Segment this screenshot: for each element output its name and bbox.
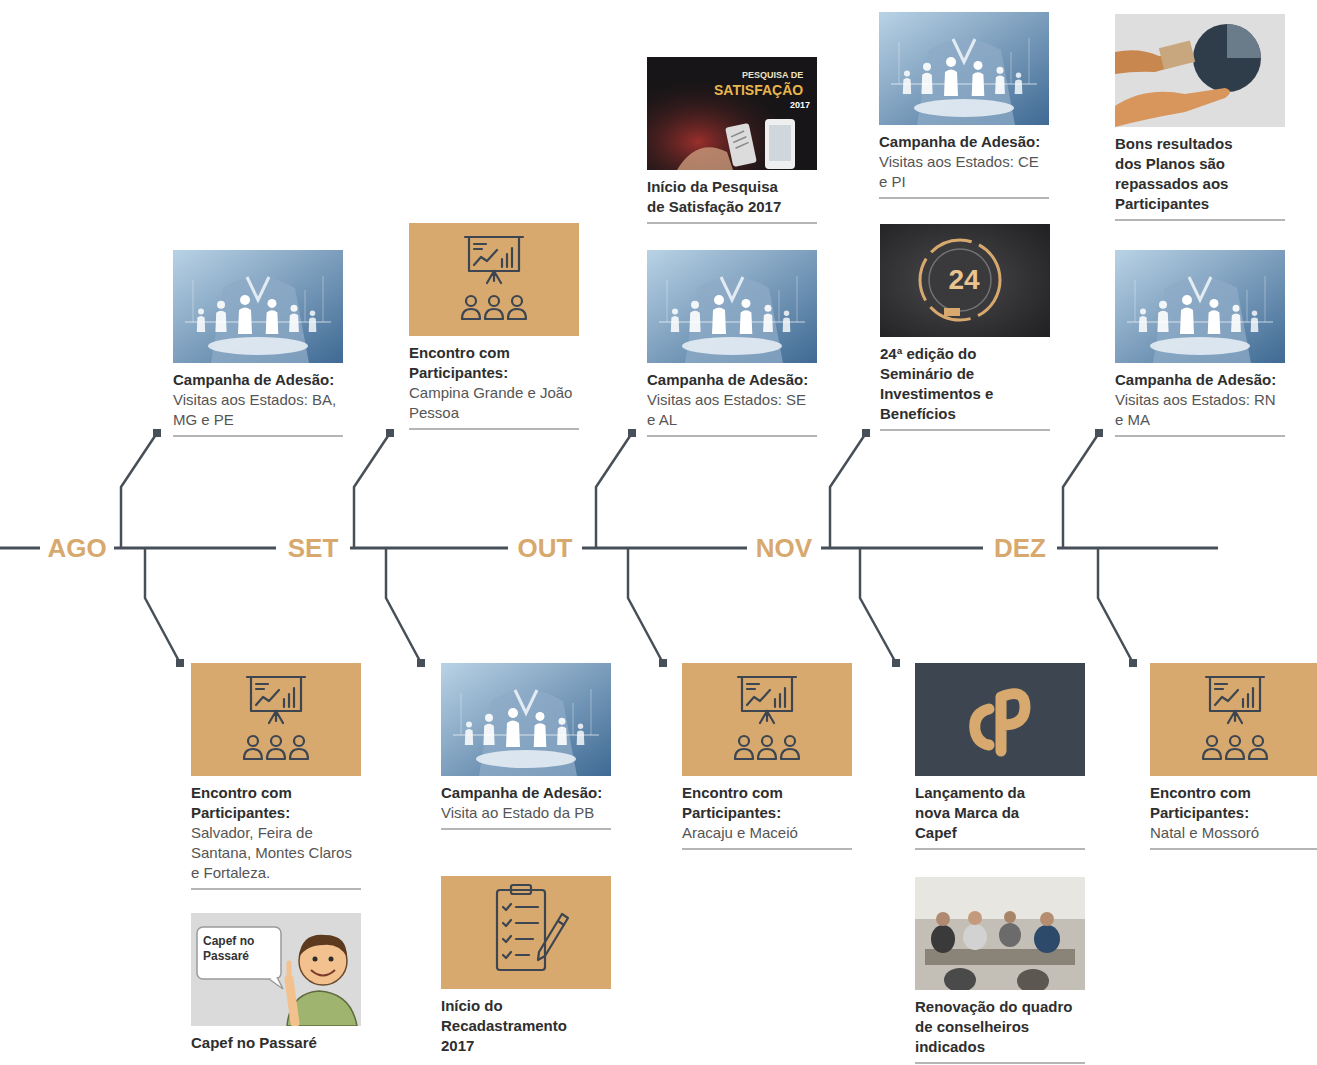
event-title: Campanha de Adesão: bbox=[879, 132, 1049, 152]
event-card: 24ª edição do Seminário de Investimentos… bbox=[880, 224, 1050, 431]
event-title: Capef no Passaré bbox=[191, 1033, 361, 1053]
month-label: DEZ bbox=[985, 532, 1055, 564]
month-label: SET bbox=[278, 532, 348, 564]
event-card: Renovação do quadro de conselheiros indi… bbox=[915, 877, 1085, 1064]
event-title: Campanha de Adesão: bbox=[441, 783, 611, 803]
mascot-illustration bbox=[191, 913, 361, 1026]
brand-logo bbox=[915, 663, 1085, 776]
event-title: 24ª edição do Seminário de Investimentos… bbox=[880, 344, 1015, 424]
month-label: OUT bbox=[510, 532, 580, 564]
event-images bbox=[173, 12, 1317, 1026]
campaign-photo bbox=[647, 250, 817, 363]
event-card: Campanha de Adesão:Visitas aos Estados: … bbox=[879, 12, 1049, 199]
event-card: Encontro com Participantes:Natal e Mosso… bbox=[1150, 663, 1317, 850]
meeting-icon bbox=[409, 223, 579, 336]
speech-bubble-text: Capef no Passaré bbox=[203, 934, 277, 964]
event-detail: Salvador, Feira de Santana, Montes Claro… bbox=[191, 823, 361, 883]
event-title: Lançamento da nova Marca da Capef bbox=[915, 783, 1040, 843]
image-text: 2017 bbox=[790, 100, 814, 111]
event-card: Campanha de Adesão:Visitas aos Estados: … bbox=[1115, 250, 1285, 437]
event-title: Campanha de Adesão: bbox=[1115, 370, 1285, 390]
month-label: NOV bbox=[749, 532, 819, 564]
results-illustration bbox=[1115, 14, 1285, 127]
event-card: Encontro com Participantes:Aracaju e Mac… bbox=[682, 663, 852, 850]
leader-lines bbox=[121, 433, 1133, 663]
campaign-photo bbox=[441, 663, 611, 776]
event-card: Início do Recadastramento 2017 bbox=[441, 876, 611, 1056]
event-title: Campanha de Adesão: bbox=[173, 370, 343, 390]
event-detail: Campina Grande e João Pessoa bbox=[409, 383, 579, 423]
event-title: Encontro com Participantes: bbox=[409, 343, 579, 383]
meeting-icon bbox=[1150, 663, 1317, 776]
checklist-icon bbox=[441, 876, 611, 989]
seminar-image bbox=[880, 224, 1050, 337]
month-label: AGO bbox=[42, 532, 112, 564]
event-title: Início da Pesquisa de Satisfação 2017 bbox=[647, 177, 797, 217]
image-text: 24 bbox=[944, 263, 984, 297]
event-detail: Visitas aos Estados: SE e AL bbox=[647, 390, 817, 430]
event-title: Campanha de Adesão: bbox=[647, 370, 817, 390]
campaign-photo bbox=[1115, 250, 1285, 363]
event-title: Início do Recadastramento 2017 bbox=[441, 996, 581, 1056]
event-detail: Visitas aos Estados: CE e PI bbox=[879, 152, 1049, 192]
event-card: Campanha de Adesão:Visitas aos Estados: … bbox=[173, 250, 343, 437]
event-card: Bons resultados dos Planos são repassado… bbox=[1115, 14, 1285, 221]
council-photo bbox=[915, 877, 1085, 993]
event-detail: Aracaju e Maceió bbox=[682, 823, 852, 843]
event-detail: Visitas aos Estados: BA, MG e PE bbox=[173, 390, 343, 430]
event-title: Encontro com Participantes: bbox=[1150, 783, 1309, 823]
meeting-icon bbox=[191, 663, 361, 776]
campaign-photo bbox=[879, 12, 1049, 125]
image-text: SATISFAÇÃO bbox=[714, 82, 814, 99]
event-card: Campanha de Adesão:Visitas aos Estados: … bbox=[647, 250, 817, 437]
event-card: Lançamento da nova Marca da Capef bbox=[915, 663, 1085, 850]
event-card: Encontro com Participantes:Campina Grand… bbox=[409, 223, 579, 430]
event-card: Campanha de Adesão:Visita ao Estado da P… bbox=[441, 663, 611, 830]
event-title: Renovação do quadro de conselheiros indi… bbox=[915, 997, 1085, 1057]
event-detail: Natal e Mossoró bbox=[1150, 823, 1309, 843]
event-title: Encontro com Participantes: bbox=[682, 783, 852, 823]
campaign-photo bbox=[173, 250, 343, 363]
leader-markers bbox=[153, 429, 1137, 667]
meeting-icon bbox=[682, 663, 852, 776]
event-detail: Visitas aos Estados: RN e MA bbox=[1115, 390, 1285, 430]
image-text: PESQUISA DE bbox=[742, 70, 816, 81]
event-detail: Visita ao Estado da PB bbox=[441, 803, 611, 823]
event-title: Encontro com Participantes: bbox=[191, 783, 361, 823]
event-card: Encontro com Participantes:Salvador, Fei… bbox=[191, 663, 361, 890]
survey-image bbox=[647, 57, 817, 170]
event-title: Bons resultados dos Planos são repassado… bbox=[1115, 134, 1245, 214]
